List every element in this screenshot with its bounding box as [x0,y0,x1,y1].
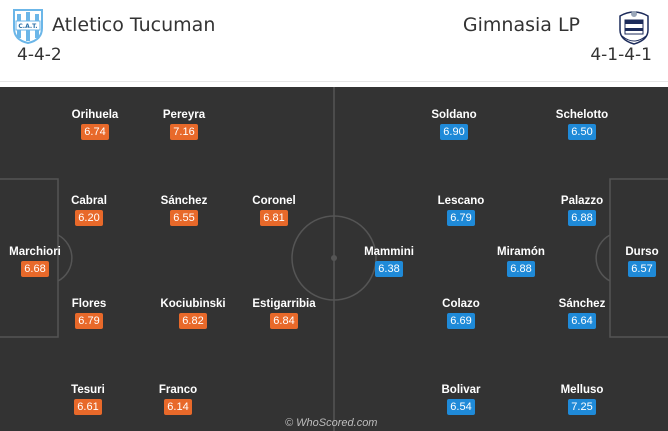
player-rating: 6.57 [628,261,656,277]
away-player[interactable]: Palazzo 6.88 [537,195,627,226]
player-name: Franco [158,384,198,396]
home-player[interactable]: Orihuela 6.74 [50,109,140,140]
away-player[interactable]: Colazo 6.69 [416,298,506,329]
pitch-lines [0,87,668,431]
match-header: C.A.T. Atletico Tucuman 4-4-2 Gimnasia L… [0,0,668,82]
away-player[interactable]: Sánchez 6.64 [537,298,627,329]
player-rating: 7.25 [568,399,596,415]
player-rating: 7.16 [170,124,198,140]
player-name: Coronel [252,195,296,207]
player-rating: 6.54 [447,399,475,415]
home-player[interactable]: Flores 6.79 [44,298,134,329]
player-name: Miramón [497,246,545,258]
player-name: Bolivar [441,384,481,396]
player-name: Orihuela [71,109,119,121]
player-name: Pereyra [162,109,206,121]
gimnasia-lp-badge-icon [614,6,654,46]
player-name: Flores [71,298,107,310]
player-rating: 6.79 [447,210,475,226]
player-name: Palazzo [560,195,604,207]
away-player[interactable]: Schelotto 6.50 [537,109,627,140]
player-name: Sánchez [160,195,208,207]
home-player[interactable]: Cabral 6.20 [44,195,134,226]
home-player[interactable]: Tesuri 6.61 [43,384,133,415]
player-rating: 6.68 [21,261,49,277]
player-rating: 6.82 [179,313,207,329]
home-formation: 4-4-2 [17,45,62,65]
player-rating: 6.61 [74,399,102,415]
away-team-name[interactable]: Gimnasia LP [462,14,580,36]
player-name: Mammini [364,246,414,258]
player-name: Soldano [431,109,477,121]
player-rating: 6.69 [447,313,475,329]
away-player[interactable]: Melluso 7.25 [537,384,627,415]
player-name: Schelotto [555,109,609,121]
player-rating: 6.81 [260,210,288,226]
player-name: Durso [625,246,659,258]
badge-text: C.A.T. [18,23,37,30]
away-player[interactable]: Soldano 6.90 [409,109,499,140]
away-player[interactable]: Bolivar 6.54 [416,384,506,415]
player-name: Melluso [560,384,604,396]
away-player[interactable]: Lescano 6.79 [416,195,506,226]
player-rating: 6.84 [270,313,298,329]
player-name: Estigarribia [252,298,316,310]
home-player[interactable]: Franco 6.14 [133,384,223,415]
player-name: Colazo [442,298,480,310]
atletico-tucuman-badge-icon: C.A.T. [12,8,44,45]
home-player[interactable]: Pereyra 7.16 [139,109,229,140]
player-rating: 6.74 [81,124,109,140]
home-player[interactable]: Estigarribia 6.84 [239,298,329,329]
watermark: © WhoScored.com [285,417,378,429]
player-name: Cabral [71,195,107,207]
player-name: Sánchez [558,298,606,310]
home-player[interactable]: Coronel 6.81 [229,195,319,226]
away-formation: 4-1-4-1 [590,45,652,65]
home-team-name[interactable]: Atletico Tucuman [52,14,216,36]
away-player[interactable]: Miramón 6.88 [476,246,566,277]
player-rating: 6.88 [507,261,535,277]
home-goalkeeper[interactable]: Marchiori 6.68 [0,246,80,277]
player-rating: 6.14 [164,399,192,415]
home-player[interactable]: Sánchez 6.55 [139,195,229,226]
pitch: Orihuela 6.74 Pereyra 7.16 Cabral 6.20 S… [0,87,668,431]
player-rating: 6.88 [568,210,596,226]
player-rating: 6.90 [440,124,468,140]
player-name: Tesuri [71,384,105,396]
player-name: Lescano [437,195,485,207]
player-rating: 6.50 [568,124,596,140]
player-rating: 6.64 [568,313,596,329]
player-rating: 6.79 [75,313,103,329]
player-name: Marchiori [9,246,61,258]
player-rating: 6.20 [75,210,103,226]
player-rating: 6.55 [170,210,198,226]
player-name: Kociubinski [160,298,226,310]
player-rating: 6.38 [375,261,403,277]
away-goalkeeper[interactable]: Durso 6.57 [597,246,668,277]
away-player[interactable]: Mammini 6.38 [344,246,434,277]
home-player[interactable]: Kociubinski 6.82 [148,298,238,329]
